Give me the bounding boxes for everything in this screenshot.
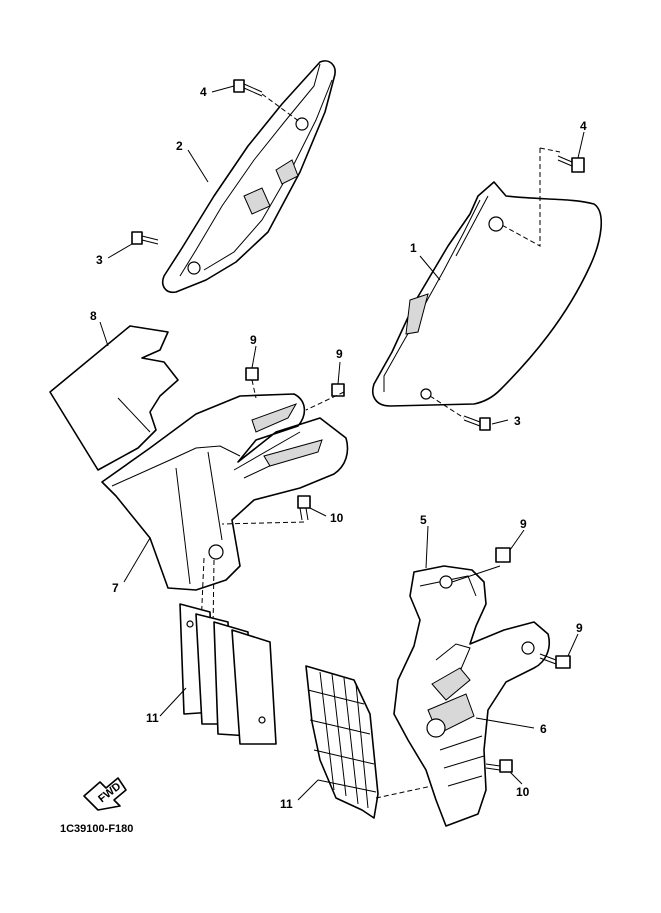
- bolt-4-upper-right: [557, 155, 585, 173]
- callout-10a: 10: [330, 511, 344, 525]
- callout-11b: 11: [280, 797, 293, 811]
- part-1-side-cover-right: [372, 181, 603, 407]
- callout-numbers: 4 2 3 4 1 3 8 9 9 10 7 5 9 9 6 10 11 11: [90, 85, 587, 811]
- callout-1: 1: [410, 241, 417, 255]
- part-2-side-cover-left: [161, 60, 336, 294]
- callout-11a: 11: [146, 711, 159, 725]
- bolt-9-shroud-top: [245, 367, 259, 399]
- callout-3b: 3: [514, 414, 521, 428]
- bolt-10-shroud-left: [221, 495, 311, 525]
- leader-lines: [99, 85, 585, 801]
- bolt-9-shroud-right: [305, 383, 345, 411]
- callout-3a: 3: [96, 253, 103, 267]
- bolt-3-lower-right: [429, 395, 491, 431]
- callout-4a: 4: [200, 85, 207, 99]
- bolt-10-shroud-right: [485, 759, 513, 773]
- callout-9a: 9: [250, 333, 257, 347]
- part-11-radiator-guard-lower: [305, 665, 379, 819]
- diagram-code: 1C39100-F180: [60, 823, 133, 835]
- bolt-9-shroud-right-side: [539, 653, 571, 669]
- part-11-radiator-guard-left: [179, 603, 277, 745]
- callout-9c: 9: [520, 517, 527, 531]
- callout-10b: 10: [516, 785, 530, 799]
- callout-9b: 9: [336, 347, 343, 361]
- callout-4b: 4: [580, 119, 587, 133]
- part-8-graphic-decal: [49, 325, 179, 471]
- part-7-shroud-left: [101, 393, 349, 591]
- callout-5: 5: [420, 513, 427, 527]
- callout-2: 2: [176, 139, 183, 153]
- callout-9d: 9: [576, 621, 583, 635]
- callout-6: 6: [540, 722, 547, 736]
- callout-8: 8: [90, 309, 97, 323]
- part-5-shroud-right: [393, 565, 550, 827]
- callout-7: 7: [112, 581, 119, 595]
- bolt-3-upper-left: [131, 231, 159, 245]
- bolt-9-shroud-right-upper: [495, 547, 511, 563]
- fwd-arrow-icon: FWD: [83, 777, 127, 811]
